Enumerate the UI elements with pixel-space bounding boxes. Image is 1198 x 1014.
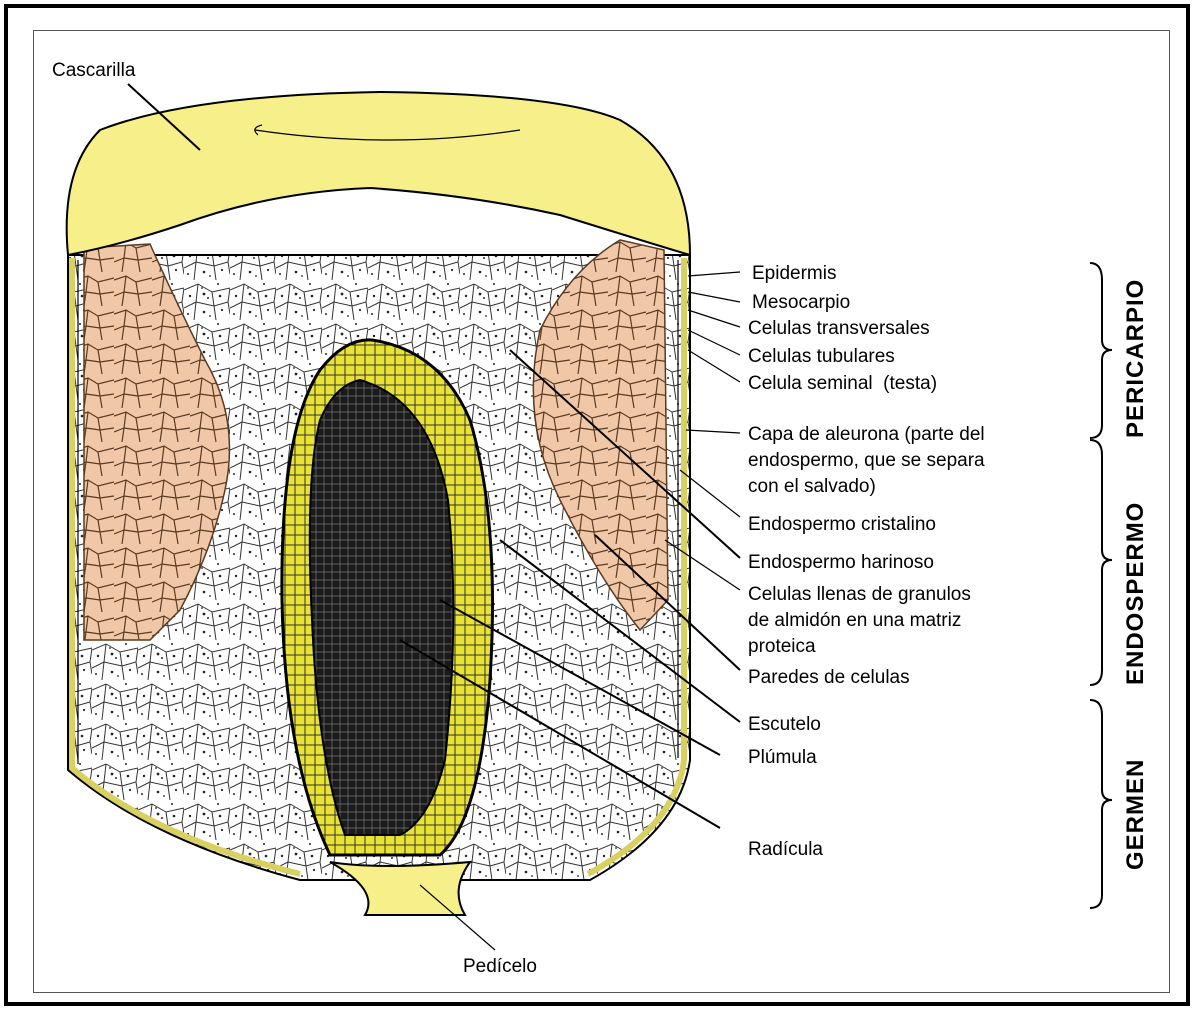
- section-endospermo: ENDOSPERMO: [1122, 502, 1149, 685]
- label-radicula: Radícula: [748, 839, 823, 860]
- label-plumula: Plúmula: [748, 747, 817, 768]
- label-celulas-transversales: Celulas transversales: [748, 318, 930, 339]
- label-capa-aleurona-2: endospermo, que se separa: [748, 450, 985, 471]
- cascarilla-shape: [67, 92, 690, 255]
- embryo-axis: [310, 380, 454, 835]
- label-pedicelo: Pedícelo: [463, 956, 537, 977]
- label-celulas-tubulares: Celulas tubulares: [748, 346, 895, 367]
- label-celulas-llenas-2: de almidón en una matriz: [748, 610, 961, 631]
- label-celulas-llenas-3: proteica: [748, 636, 816, 657]
- section-germen: GERMEN: [1122, 759, 1149, 870]
- label-endospermo-cristalino: Endospermo cristalino: [748, 514, 936, 535]
- label-paredes-celulas: Paredes de celulas: [748, 667, 910, 688]
- section-braces: [1090, 263, 1112, 908]
- label-epidermis: Epidermis: [752, 263, 836, 284]
- label-cascarilla: Cascarilla: [52, 60, 136, 81]
- label-endospermo-harinoso: Endospermo harinoso: [748, 552, 934, 573]
- label-celula-seminal: Celula seminal (testa): [748, 373, 937, 394]
- section-pericarpio: PERICARPIO: [1122, 279, 1149, 438]
- pedicelo-shape: [330, 862, 470, 915]
- label-escutelo: Escutelo: [748, 714, 821, 735]
- label-celulas-llenas-1: Celulas llenas de granulos: [748, 584, 971, 605]
- label-capa-aleurona-3: con el salvado): [748, 476, 876, 497]
- label-capa-aleurona-1: Capa de aleurona (parte del: [748, 424, 985, 445]
- label-mesocarpio: Mesocarpio: [752, 292, 850, 313]
